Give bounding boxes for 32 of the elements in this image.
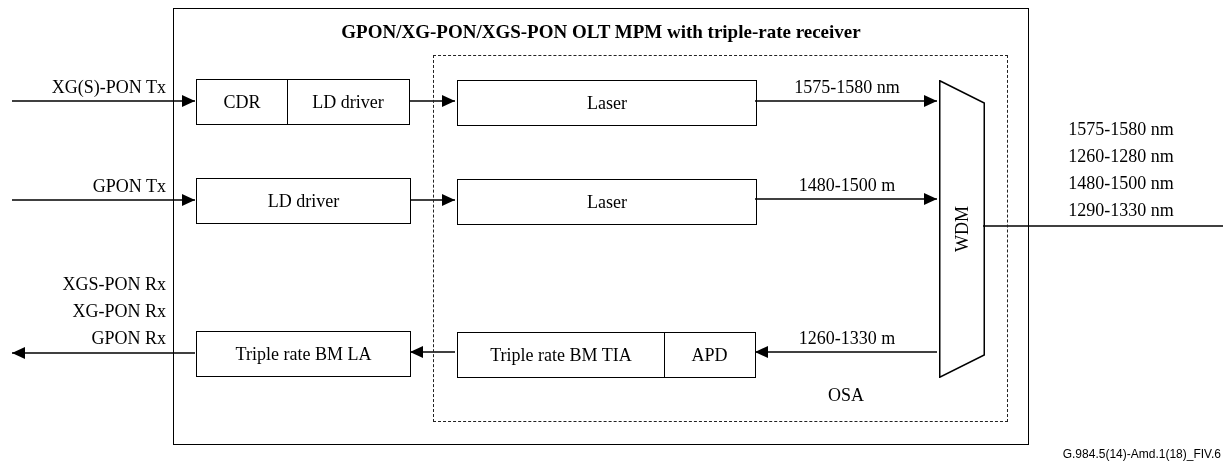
- block-box: Triple rate BM TIA: [457, 332, 665, 378]
- block-box: LD driver: [286, 79, 410, 125]
- edge-label: XG(S)-PON Tx: [50, 76, 166, 98]
- wdm-label: WDM: [953, 206, 971, 252]
- arrow: [11, 347, 196, 359]
- group-label: OSA: [827, 386, 865, 404]
- figure-id: G.984.5(14)-Amd.1(18)_FIV.6: [1062, 448, 1221, 460]
- edge-label: 1575-1580 nm: [793, 76, 901, 98]
- osa-dashed-frame: [433, 55, 1008, 422]
- edge-label: 1575-1580 nm 1260-1280 nm 1480-1500 nm 1290-1330 nm: [1067, 118, 1175, 222]
- edge-label: XGS-PON Rx XG-PON Rx GPON Rx: [62, 273, 166, 350]
- arrow: [11, 194, 196, 206]
- arrow: [409, 346, 456, 358]
- block-box: Triple rate BM LA: [196, 331, 411, 377]
- arrow: [409, 95, 456, 107]
- edge-label: 1260-1330 m: [797, 327, 897, 349]
- block-box: APD: [663, 332, 756, 378]
- block-box: CDR: [196, 79, 288, 125]
- arrow: [754, 95, 938, 107]
- edge-label: GPON Tx: [91, 175, 166, 197]
- arrow: [11, 95, 196, 107]
- block-box: Laser: [457, 179, 757, 225]
- block-box: LD driver: [196, 178, 411, 224]
- module-heading: GPON/XG-PON/XGS-PON OLT MPM with triple-rate receiver: [340, 20, 862, 44]
- module-frame: [173, 8, 1029, 445]
- edge-label: 1480-1500 m: [797, 174, 897, 196]
- wdm-trapezoid: [939, 80, 985, 378]
- connector-line: [982, 225, 1223, 227]
- block-box: Laser: [457, 80, 757, 126]
- arrow: [754, 193, 938, 205]
- arrow: [754, 346, 938, 358]
- arrow: [409, 194, 456, 206]
